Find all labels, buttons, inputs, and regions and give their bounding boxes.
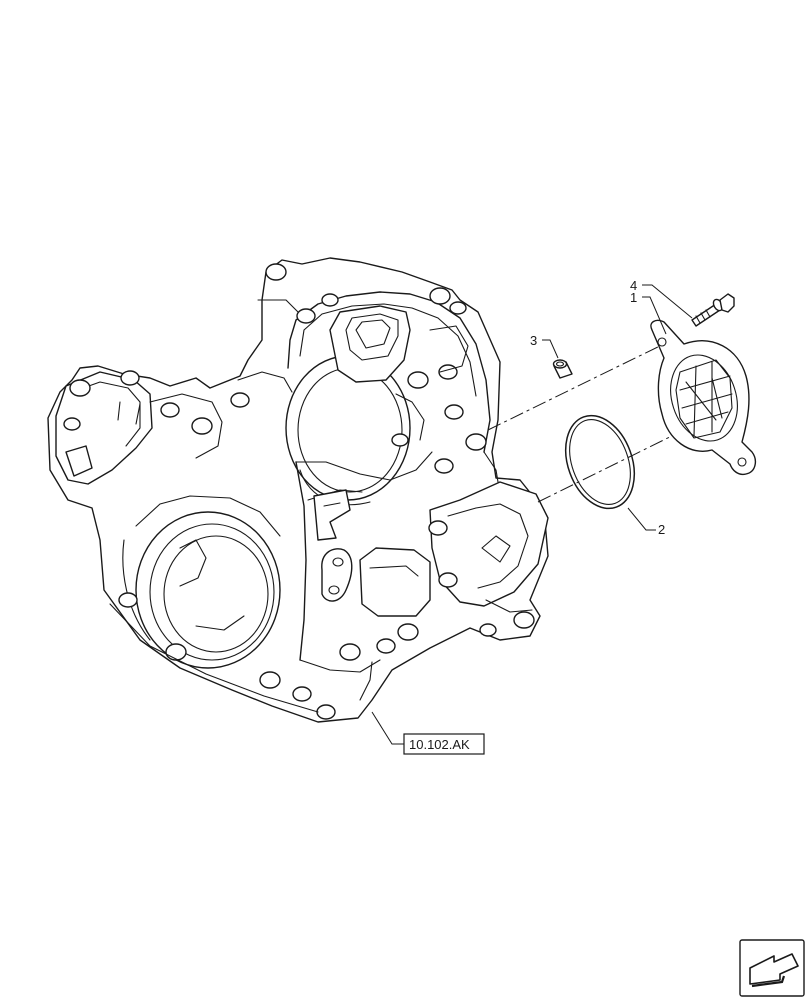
callout-2: 2 [627, 507, 665, 537]
reference-label: 10.102.AK [409, 737, 470, 752]
engine-front-cover-housing [47, 257, 549, 723]
callout-2-label: 2 [658, 522, 665, 537]
callout-1-label: 1 [630, 290, 637, 305]
callout-3-label: 3 [530, 333, 537, 348]
callout-1: 1 [630, 290, 667, 335]
o-ring-part-2 [564, 414, 636, 510]
flange-bolt-part-4 [691, 293, 735, 327]
reference-callout: 10.102.AK [371, 711, 485, 755]
next-page-arrow-icon[interactable] [739, 939, 805, 997]
cover-plate-part-1 [650, 319, 757, 476]
callout-3: 3 [530, 333, 559, 359]
assembly-centerlines [487, 341, 689, 503]
callout-4-label: 4 [630, 278, 637, 293]
reference-box [403, 733, 485, 755]
callout-4: 4 [630, 278, 693, 319]
dowel-bushing-part-3 [552, 359, 573, 379]
